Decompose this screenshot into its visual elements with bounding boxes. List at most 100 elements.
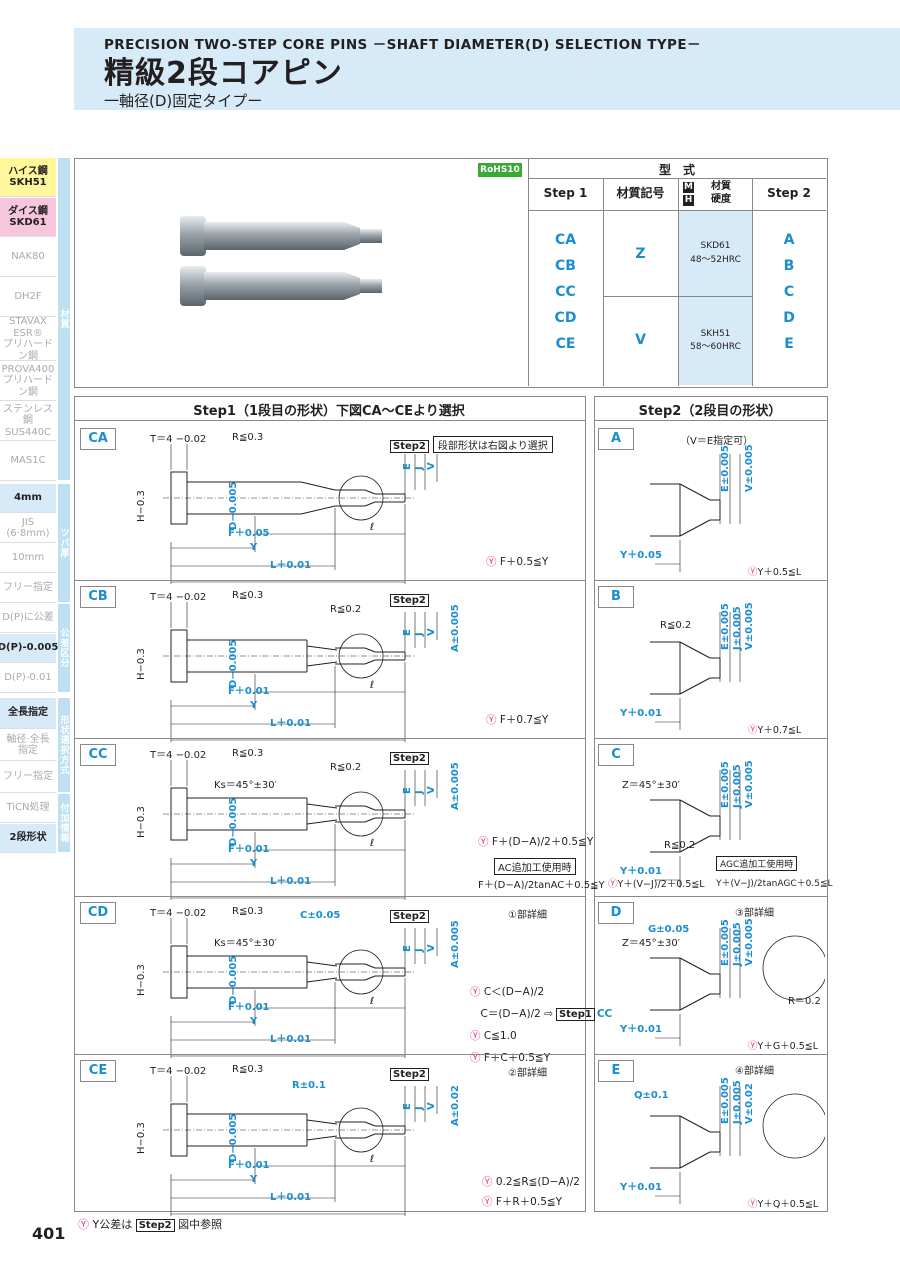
check-mark-icon: Ⓨ <box>748 1041 758 1052</box>
detail-title-CD: ①部詳細 <box>508 910 547 921</box>
sidebar-item-materials-2[interactable]: NAK80 <box>0 238 56 277</box>
dim-E-CD: E <box>402 945 413 952</box>
sidebar-tab-flange: ツバ厚 <box>58 484 70 602</box>
dim-R03-CA: R≦0.3 <box>232 432 264 443</box>
dim-A-CB: A±0.005 <box>450 604 461 652</box>
sidebar-tab-tolerance: 公差区分 <box>58 604 70 692</box>
dim-l-CE: ℓ <box>370 1154 375 1165</box>
sidebar-item-shape-1[interactable]: 軸径·全長 指定 <box>0 730 56 761</box>
sidebar-item-extra-1[interactable]: 2段形状 <box>0 824 56 853</box>
dim-J-CC: J <box>414 790 425 794</box>
s2-V-E: V±0.02 <box>744 1083 755 1124</box>
step2-label-D: D <box>598 902 634 924</box>
title-english: PRECISION TWO-STEP CORE PINS －SHAFT DIAM… <box>104 37 701 53</box>
check-mark-icon: Ⓨ <box>482 1176 496 1188</box>
step2-ref-CD: Step2 <box>390 910 429 923</box>
step2-ref-CB: Step2 <box>390 594 429 607</box>
s2-E-D: E±0.005 <box>720 919 731 966</box>
sidebar-tab-extra: 付加情報 <box>58 794 70 852</box>
sidebar-item-flange-3[interactable]: フリー指定 <box>0 574 56 603</box>
drawing-CA <box>163 444 438 584</box>
step2-title: Step2（2段目の形状） <box>638 404 782 419</box>
s2-cond-A: ⓎY＋0.5≦L <box>748 567 802 578</box>
dim-E-CA: E <box>402 463 413 470</box>
dim-H-CB: H−0.3 <box>136 648 147 680</box>
sidebar-item-flange-2[interactable]: 10mm <box>0 544 56 573</box>
dim-H-CC: H−0.3 <box>136 806 147 838</box>
cond-CA: Ⓨ F＋0.5≦Y <box>486 556 549 568</box>
sidebar-item-shape-0[interactable]: 全長指定 <box>0 698 56 729</box>
sidebar-item-extra-0[interactable]: TiCN処理 <box>0 794 56 823</box>
sidebar-item-flange-0[interactable]: 4mm <box>0 484 56 513</box>
s2-E-C: E±0.005 <box>720 761 731 808</box>
dim-R03-CE: R≦0.3 <box>232 1064 264 1075</box>
drawing-step2-D <box>650 928 825 1046</box>
spec-step1-CA: CA <box>554 232 577 248</box>
s2-J-B: J±0.005 <box>732 606 743 650</box>
sidebar-item-tolerance-0[interactable]: D(P)に公差 <box>0 604 56 633</box>
subtitle: 一軸径(D)固定タイプー <box>104 92 263 110</box>
check-mark-icon <box>470 1008 481 1020</box>
sidebar-item-materials-6[interactable]: ステンレス鋼 SUS440C <box>0 402 56 441</box>
sidebar-item-tolerance-2[interactable]: D(P)-0.01 <box>0 664 56 693</box>
s2-Y-B: Y＋0.01 <box>620 708 662 719</box>
spec-step2-C: C <box>783 284 795 300</box>
sidebar-item-shape-2[interactable]: フリー指定 <box>0 762 56 793</box>
dim-E-CC: E <box>402 787 413 794</box>
sidebar-item-materials-0[interactable]: ハイス鋼 SKH51 <box>0 158 56 197</box>
s2-R02b-D: R＝0.2 <box>788 996 821 1007</box>
cond-CC: Ⓨ F＋(D−A)/2＋0.5≦Y <box>478 836 594 848</box>
step1-panel <box>74 396 586 1212</box>
step1-label-CA: CA <box>80 428 116 450</box>
sidebar-item-materials-3[interactable]: DH2F <box>0 278 56 317</box>
cond-CB: Ⓨ F＋0.7≦Y <box>486 714 549 726</box>
s2-Z-D: Z＝45°±30′ <box>622 938 680 949</box>
spec-header-mh-1: H <box>683 195 694 206</box>
s2-V-C: V±0.005 <box>744 760 755 808</box>
sidebar-item-flange-1[interactable]: JIS (6·8mm) <box>0 514 56 543</box>
sidebar-item-materials-4[interactable]: STAVAX ESR® プリハードン鋼 <box>0 316 56 362</box>
dim-J-CA: J <box>414 466 425 470</box>
cond-CD-3: Ⓨ F＋C＋0.5≦Y <box>470 1052 551 1064</box>
dim-J-CB: J <box>414 632 425 636</box>
s2-cond-C: ⓎY＋(V−J)/2＋0.5≦L <box>608 879 705 890</box>
drawing-step2-B <box>650 612 741 730</box>
dim-H-CD: H−0.3 <box>136 964 147 996</box>
spec-code-1: V <box>635 332 646 348</box>
dim-C-CD: C±0.05 <box>300 910 341 921</box>
dim-E-CE: E <box>402 1103 413 1110</box>
s2-R02-C: R≦0.2 <box>664 840 696 851</box>
cond-CD-0: Ⓨ C＜(D−A)/2 <box>470 986 545 998</box>
sidebar-item-materials-7[interactable]: MAS1C <box>0 442 56 481</box>
agc-cond-C: Y＋(V−J)/2tanAGC＋0.5≦L <box>716 879 833 889</box>
dim-T-CC: T＝4 −0.02 <box>150 750 207 761</box>
detail-title-E: ④部詳細 <box>735 1066 774 1077</box>
sidebar-item-tolerance-1[interactable]: D(P)-0.005 <box>0 634 58 663</box>
dim-Ks-CC: Ks＝45°±30′ <box>214 780 277 791</box>
dim-l-CA: ℓ <box>370 522 375 533</box>
spec-step2-B: B <box>783 258 795 274</box>
sidebar-item-materials-1[interactable]: ダイス鋼 SKD61 <box>0 198 56 237</box>
s2-Z-C: Z＝45°±30′ <box>622 780 680 791</box>
check-mark-icon: Ⓨ <box>78 1218 89 1231</box>
dim-E-CB: E <box>402 629 413 636</box>
spec-step1-CE: CE <box>555 336 576 352</box>
check-mark-icon: Ⓨ <box>486 714 500 726</box>
dim-L-CC: L＋0.01 <box>270 876 312 887</box>
sidebar-item-materials-5[interactable]: PROVA400 プリハードン鋼 <box>0 362 56 401</box>
s2-J-E: J±0.005 <box>732 1080 743 1124</box>
dim-J-CD: J <box>414 948 425 952</box>
spec-header-0: Step 1 <box>543 186 588 200</box>
spec-header-3: Step 2 <box>767 186 811 200</box>
s2-Y-A: Y＋0.05 <box>620 550 662 561</box>
drawing-step2-C <box>650 770 741 888</box>
dim-T-CE: T＝4 −0.02 <box>150 1066 207 1077</box>
s2-Y-E: Y＋0.01 <box>620 1182 662 1193</box>
step2-label-C: C <box>598 744 634 766</box>
s2-Q-E: Q±0.1 <box>634 1090 669 1101</box>
spec-caption: 型 式 <box>658 163 695 177</box>
